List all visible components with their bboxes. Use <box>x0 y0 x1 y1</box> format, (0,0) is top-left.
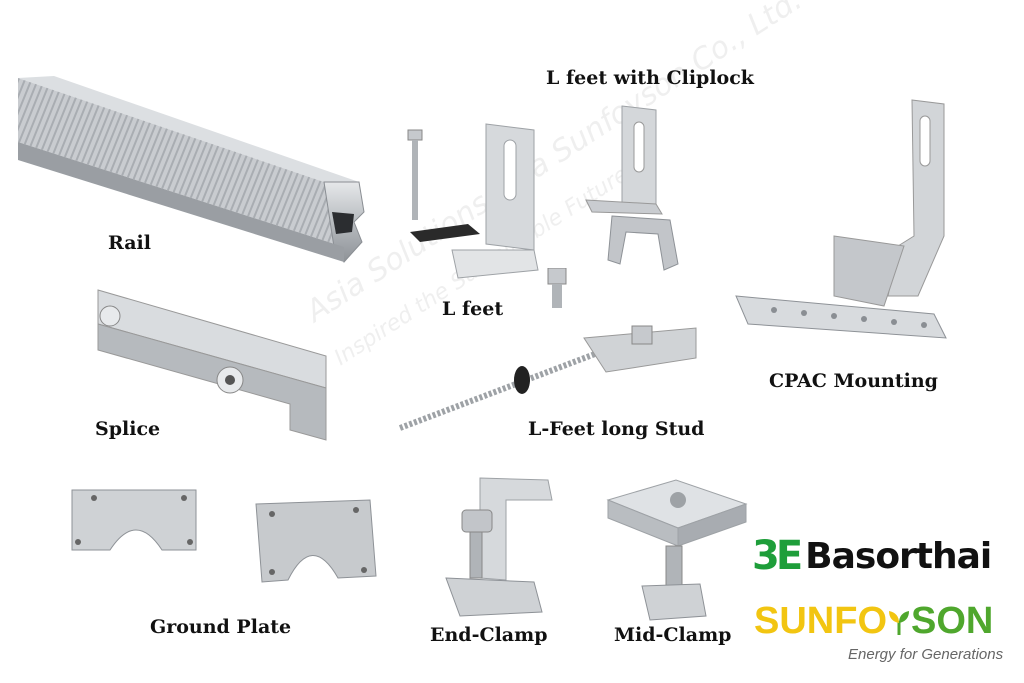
ground-plate-image <box>66 486 396 596</box>
cpac-mounting-image <box>734 96 954 356</box>
l-feet-cliplock-image <box>582 104 692 274</box>
basorthai-name: Basorthai <box>805 535 992 577</box>
brand-tagline: Energy for Generations <box>848 646 1004 663</box>
l-feet-label: L feet <box>442 298 504 320</box>
l-feet-long-stud-label: L-Feet long Stud <box>528 418 705 440</box>
basorthai-logo: 3E Basorthai <box>752 531 1014 581</box>
end-clamp-label: End-Clamp <box>430 624 548 646</box>
splice-image <box>94 284 334 444</box>
leaf-icon <box>887 607 911 637</box>
mid-clamp-label: Mid-Clamp <box>614 624 732 646</box>
l-feet-cliplock-label: L feet with Cliplock <box>546 67 754 89</box>
splice-label: Splice <box>95 418 161 440</box>
mid-clamp-image <box>602 476 752 626</box>
sunfoyson-text-b: SON <box>911 600 994 642</box>
l-feet-image <box>398 120 558 280</box>
cpac-mounting-label: CPAC Mounting <box>769 370 938 392</box>
basorthai-mark: 3E <box>752 533 803 579</box>
sunfoyson-text-a: SUNFO <box>754 600 887 642</box>
rail-label: Rail <box>108 232 151 254</box>
ground-plate-label: Ground Plate <box>150 616 292 638</box>
sunfoyson-logo: SUNFO SON <box>754 600 993 643</box>
l-feet-long-stud-image <box>396 268 706 438</box>
end-clamp-image <box>440 474 560 622</box>
rail-image <box>14 72 374 272</box>
